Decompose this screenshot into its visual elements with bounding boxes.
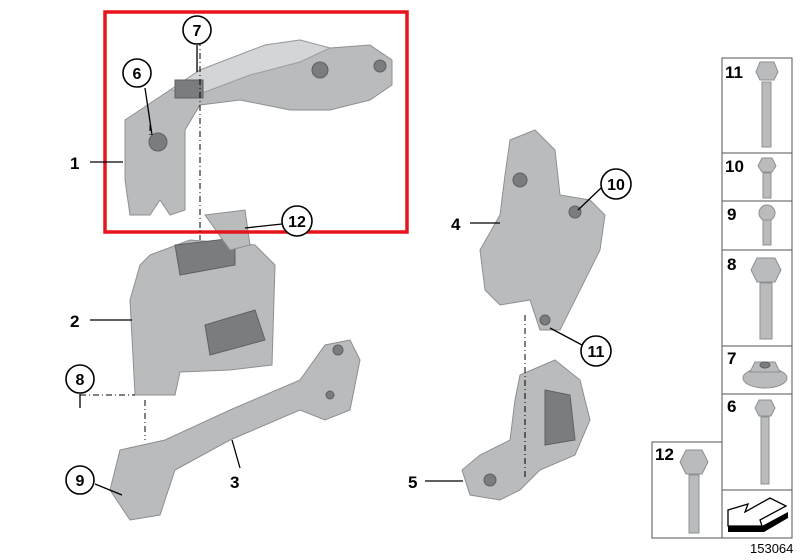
- svg-text:7: 7: [727, 349, 736, 368]
- callout-9[interactable]: 9: [76, 473, 85, 490]
- fastener-panel: 11 10 9 8 7 6: [651, 57, 793, 539]
- callout-12[interactable]: 12: [288, 214, 306, 231]
- callout-1[interactable]: 1: [70, 154, 79, 173]
- svg-text:9: 9: [727, 205, 736, 224]
- arrow-icon[interactable]: [727, 497, 788, 532]
- callout-10[interactable]: 10: [607, 177, 625, 194]
- fastener-12[interactable]: 12: [655, 445, 709, 534]
- svg-text:11: 11: [725, 63, 743, 82]
- fastener-8[interactable]: 8: [727, 255, 782, 340]
- callout-2[interactable]: 2: [70, 312, 79, 331]
- part-5-mount[interactable]: [461, 359, 591, 501]
- part-2-engine-mount[interactable]: [129, 209, 276, 396]
- callout-8[interactable]: 8: [76, 372, 85, 389]
- part-3-support-arm[interactable]: [109, 339, 361, 521]
- fastener-6[interactable]: 6: [727, 397, 776, 485]
- callout-3[interactable]: 3: [230, 473, 239, 492]
- callout-7[interactable]: 7: [193, 23, 202, 40]
- svg-text:10: 10: [725, 157, 744, 176]
- callout-6[interactable]: 6: [133, 66, 142, 83]
- svg-text:8: 8: [727, 255, 736, 274]
- fastener-11[interactable]: 11: [725, 61, 779, 148]
- highlight-frame: [103, 10, 409, 234]
- callout-5[interactable]: 5: [408, 473, 417, 492]
- callout-4[interactable]: 4: [451, 215, 461, 234]
- fastener-10[interactable]: 10: [725, 157, 777, 199]
- callout-11[interactable]: 11: [588, 344, 605, 361]
- fastener-7[interactable]: 7: [727, 349, 788, 389]
- fastener-9[interactable]: 9: [727, 204, 776, 246]
- svg-text:12: 12: [655, 445, 674, 464]
- svg-text:6: 6: [727, 397, 736, 416]
- part-1-bracket[interactable]: [124, 39, 393, 216]
- reference-number: 153064: [750, 541, 793, 556]
- part-4-bracket[interactable]: [479, 129, 606, 331]
